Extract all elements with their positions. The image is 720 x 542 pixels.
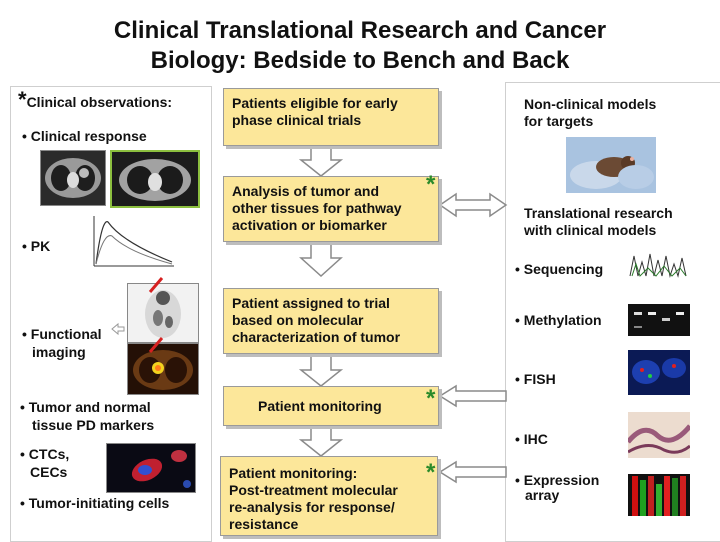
green-asterisk-3: * bbox=[426, 459, 436, 486]
tumor-initiating-label: • Tumor-initiating cells bbox=[20, 495, 170, 511]
clinical-response-label: • Clinical response bbox=[22, 128, 147, 144]
trial-assignment-box: Patient assigned to trial based on molec… bbox=[223, 288, 439, 354]
left-arrow-1 bbox=[438, 384, 507, 408]
title-line-2: Biology: Bedside to Bench and Back bbox=[150, 47, 570, 74]
translational-line2: with clinical models bbox=[524, 222, 657, 238]
nonclinical-models-label: Non-clinical models for targets bbox=[524, 96, 684, 130]
sequencing-chromatogram-image bbox=[628, 250, 688, 278]
small-right-arrow bbox=[111, 322, 125, 336]
tumor-analysis-box: Analysis of tumor and other tissues for … bbox=[223, 176, 439, 242]
box3-line1: Patient assigned to trial bbox=[232, 295, 390, 311]
expression-heatmap-image bbox=[628, 466, 690, 516]
box1-line2: phase clinical trials bbox=[232, 112, 362, 128]
red-pointer-arrows bbox=[148, 277, 164, 353]
methylation-label: • Methylation bbox=[515, 312, 602, 328]
box3-line3: characterization of tumor bbox=[232, 329, 401, 345]
pet-ct-fusion-image bbox=[127, 343, 199, 395]
tumor-normal-label-1: • Tumor and normal bbox=[20, 399, 151, 415]
sequencing-label: • Sequencing bbox=[515, 261, 604, 277]
ctcs-label-2: CECs bbox=[30, 464, 68, 480]
left-arrow-2 bbox=[438, 460, 507, 484]
methylation-gel-image bbox=[628, 296, 690, 336]
translational-research-label: Translational research with clinical mod… bbox=[524, 205, 714, 239]
mouse-model-image bbox=[566, 137, 656, 193]
page-title: Clinical Translational Research and Canc… bbox=[0, 16, 720, 76]
functional-imaging-label-2: imaging bbox=[32, 344, 86, 360]
fish-image bbox=[628, 350, 690, 395]
nonclinical-line2: for targets bbox=[524, 113, 594, 129]
down-arrow-3 bbox=[298, 353, 344, 387]
translational-line1: Translational research bbox=[524, 205, 673, 221]
box5-line3: re-analysis for response/ bbox=[229, 499, 395, 515]
clinical-observations-label: Clinical observations: bbox=[26, 94, 173, 110]
box1-line1: Patients eligible for early bbox=[232, 95, 398, 111]
green-asterisk-2: * bbox=[426, 385, 436, 412]
ihc-image bbox=[626, 412, 692, 458]
box3-line2: based on molecular bbox=[232, 312, 364, 328]
box5-line2: Post-treatment molecular bbox=[229, 482, 398, 498]
functional-imaging-label-1: • Functional bbox=[22, 326, 102, 342]
down-arrow-1 bbox=[298, 145, 344, 177]
pet-scan-image bbox=[127, 283, 199, 343]
pk-curve-graph bbox=[88, 212, 178, 272]
asterisk: * bbox=[18, 87, 27, 112]
clinical-observations-heading: *Clinical observations: bbox=[18, 88, 172, 112]
title-line-1: Clinical Translational Research and Canc… bbox=[113, 17, 607, 44]
box4-line: Patient monitoring bbox=[258, 398, 382, 414]
double-arrow bbox=[438, 192, 508, 218]
expression-array-label-1: • Expression bbox=[515, 472, 600, 488]
ct-scan-before-image bbox=[40, 150, 106, 206]
ctc-fluorescence-image bbox=[106, 443, 196, 493]
box2-line1: Analysis of tumor and bbox=[232, 183, 380, 199]
ihc-label: • IHC bbox=[515, 431, 548, 447]
pk-label: • PK bbox=[22, 238, 51, 254]
patient-monitoring-box: Patient monitoring bbox=[223, 386, 439, 426]
eligible-patients-box: Patients eligible for early phase clinic… bbox=[223, 88, 439, 146]
ct-scan-after-image bbox=[110, 150, 200, 208]
fish-label: • FISH bbox=[515, 371, 556, 387]
down-arrow-4 bbox=[298, 425, 344, 457]
expression-array-label-2: array bbox=[525, 487, 560, 503]
ctcs-label-1: • CTCs, bbox=[20, 446, 70, 462]
box2-line2: other tissues for pathway bbox=[232, 200, 402, 216]
box5-line4: resistance bbox=[229, 516, 299, 532]
post-treatment-box: Patient monitoring: Post-treatment molec… bbox=[220, 456, 438, 536]
tumor-normal-label-2: tissue PD markers bbox=[32, 417, 155, 433]
box2-line3: activation or biomarker bbox=[232, 217, 387, 233]
box5-line1: Patient monitoring: bbox=[229, 465, 358, 481]
down-arrow-2 bbox=[299, 241, 343, 278]
nonclinical-line1: Non-clinical models bbox=[524, 96, 657, 112]
green-asterisk-1: * bbox=[426, 171, 436, 198]
